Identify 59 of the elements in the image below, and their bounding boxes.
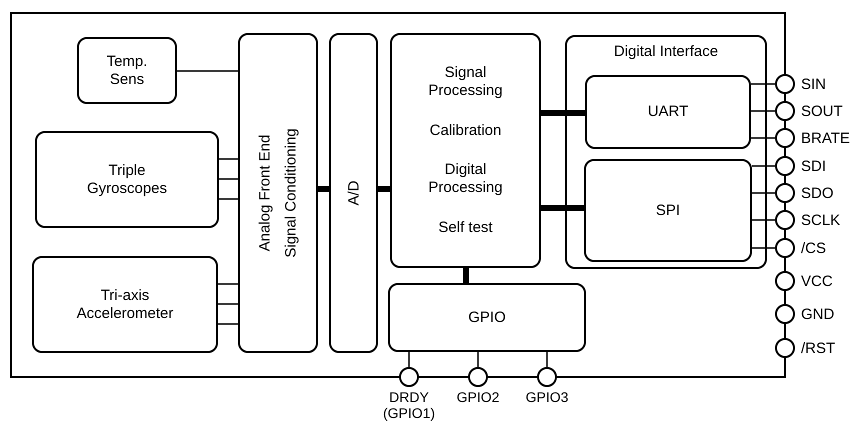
signal-line: [752, 247, 775, 249]
signal-line: [219, 158, 238, 160]
signal-line: [218, 323, 238, 325]
pin-label: SDO: [801, 184, 834, 202]
signal-line: [752, 165, 775, 167]
pin-label: GPIO3: [524, 389, 570, 406]
signal-line: [177, 70, 238, 72]
function-block: [390, 33, 541, 268]
signal-line: [546, 352, 548, 367]
block-label: Calibration: [428, 122, 502, 140]
block-label: Tri-axis Accelerometer: [76, 286, 174, 322]
group-heading: Digital Interface: [614, 43, 718, 61]
function-block: [32, 256, 218, 353]
function-block: [329, 33, 378, 353]
pin-label: GND: [801, 306, 834, 322]
signal-line: [751, 137, 775, 139]
block-label: Triple Gyroscopes: [86, 162, 168, 198]
signal-line: [751, 110, 775, 112]
pin-label: SCLK: [801, 212, 840, 228]
signal-line: [477, 352, 479, 367]
block-label: Signal Conditioning: [281, 128, 300, 258]
block-label: SPI: [656, 202, 680, 220]
pin-label: /RST: [801, 340, 836, 356]
function-block: [238, 33, 318, 353]
data-bus-line: [541, 205, 584, 211]
signal-line: [751, 83, 775, 85]
pin-label: /CS: [801, 240, 826, 256]
signal-line: [408, 352, 410, 367]
function-block: [584, 159, 752, 262]
signal-line: [218, 283, 238, 285]
interface-group-box: [565, 35, 767, 269]
signal-line: [219, 198, 238, 200]
data-bus-line: [378, 186, 390, 192]
data-bus-line: [318, 186, 329, 192]
block-label: Temp. Sens: [106, 52, 148, 88]
block-label: Analog Front End: [256, 134, 274, 254]
function-block: [388, 283, 586, 352]
pin-label: SIN: [801, 76, 826, 92]
block-label: GPIO: [468, 308, 506, 326]
data-bus-line: [463, 268, 469, 283]
pin-label: DRDY (GPIO1): [382, 389, 436, 422]
block-label: UART: [648, 103, 688, 121]
pin-label: BRATE: [801, 130, 850, 146]
data-bus-line: [541, 110, 585, 116]
signal-line: [752, 192, 775, 194]
pin-label: SDI: [801, 158, 826, 174]
block-label: Digital Processing: [427, 161, 504, 198]
signal-line: [752, 219, 775, 221]
pin-label: GPIO2: [456, 389, 500, 406]
block-label: A/D: [344, 180, 363, 206]
pin-label: SOUT: [801, 102, 843, 120]
block-label: Self test: [437, 218, 494, 237]
block-label: Signal Processing: [427, 64, 504, 100]
signal-line: [218, 303, 238, 305]
function-block: [77, 37, 177, 104]
pin-label: VCC: [801, 272, 833, 290]
function-block: [35, 131, 219, 228]
signal-line: [219, 178, 238, 180]
function-block: [585, 75, 751, 149]
